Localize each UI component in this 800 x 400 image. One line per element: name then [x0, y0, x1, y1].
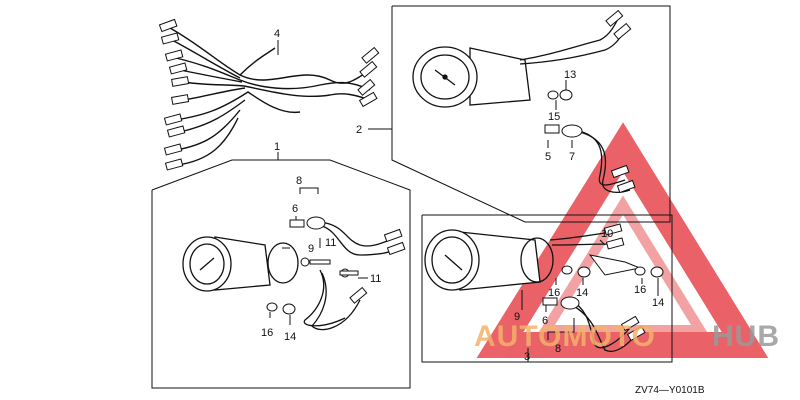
- callout-14-right: 14: [652, 297, 664, 309]
- group-2-frame: [391, 5, 671, 223]
- callout-9-left: 9: [308, 243, 314, 255]
- harness-connectors: [158, 18, 380, 171]
- callout-8-top: 8: [296, 175, 302, 187]
- figure-code: ZV74—Y0101B: [635, 385, 705, 396]
- callout-6-left: 6: [292, 203, 298, 215]
- watermark-text-automoto: AUTOMOTO: [474, 320, 656, 353]
- callout-1: 1: [274, 141, 280, 153]
- callout-9-right: 9: [514, 311, 520, 323]
- gauge-3-small-parts: [542, 223, 664, 342]
- watermark-logo: AUTOMOTO HUB: [474, 320, 780, 353]
- callout-11-mid: 11: [370, 273, 381, 285]
- gauge-2-small-parts: [544, 9, 636, 194]
- gauge-3: [424, 229, 554, 291]
- callout-16-mid: 16: [548, 287, 560, 299]
- callout-16-left: 16: [261, 327, 273, 339]
- callout-16-right: 16: [634, 284, 646, 296]
- callout-15: 15: [548, 111, 560, 123]
- group-3-frame: [421, 214, 673, 363]
- callout-6-right: 6: [542, 315, 548, 327]
- gauge-1-small-parts: [266, 216, 406, 315]
- group-1-frame: [151, 159, 411, 389]
- callout-10: 10: [601, 228, 613, 240]
- leader-lines: [269, 40, 659, 362]
- callout-3: 3: [524, 351, 530, 363]
- callout-5: 5: [545, 151, 551, 163]
- callout-11-top: 11: [325, 237, 336, 249]
- callout-labels: 4 2 1 13 15 5 7 8 6 9 11 11 16 14 10 16 …: [261, 28, 664, 363]
- callout-14-left: 14: [284, 331, 296, 343]
- gauge-2: [412, 46, 531, 108]
- callout-2: 2: [356, 124, 362, 136]
- callout-13: 13: [564, 69, 576, 81]
- watermark-triangle-icon: [476, 122, 769, 358]
- wire-harness-4: [169, 27, 371, 166]
- callout-7: 7: [569, 151, 575, 163]
- gauge-1-wires: [303, 221, 396, 331]
- callout-8-bottom: 8: [555, 343, 561, 355]
- watermark-text-hub: HUB: [712, 320, 780, 353]
- callout-14-mid: 14: [576, 287, 588, 299]
- callout-4: 4: [274, 28, 280, 40]
- gauge-1: [182, 236, 299, 292]
